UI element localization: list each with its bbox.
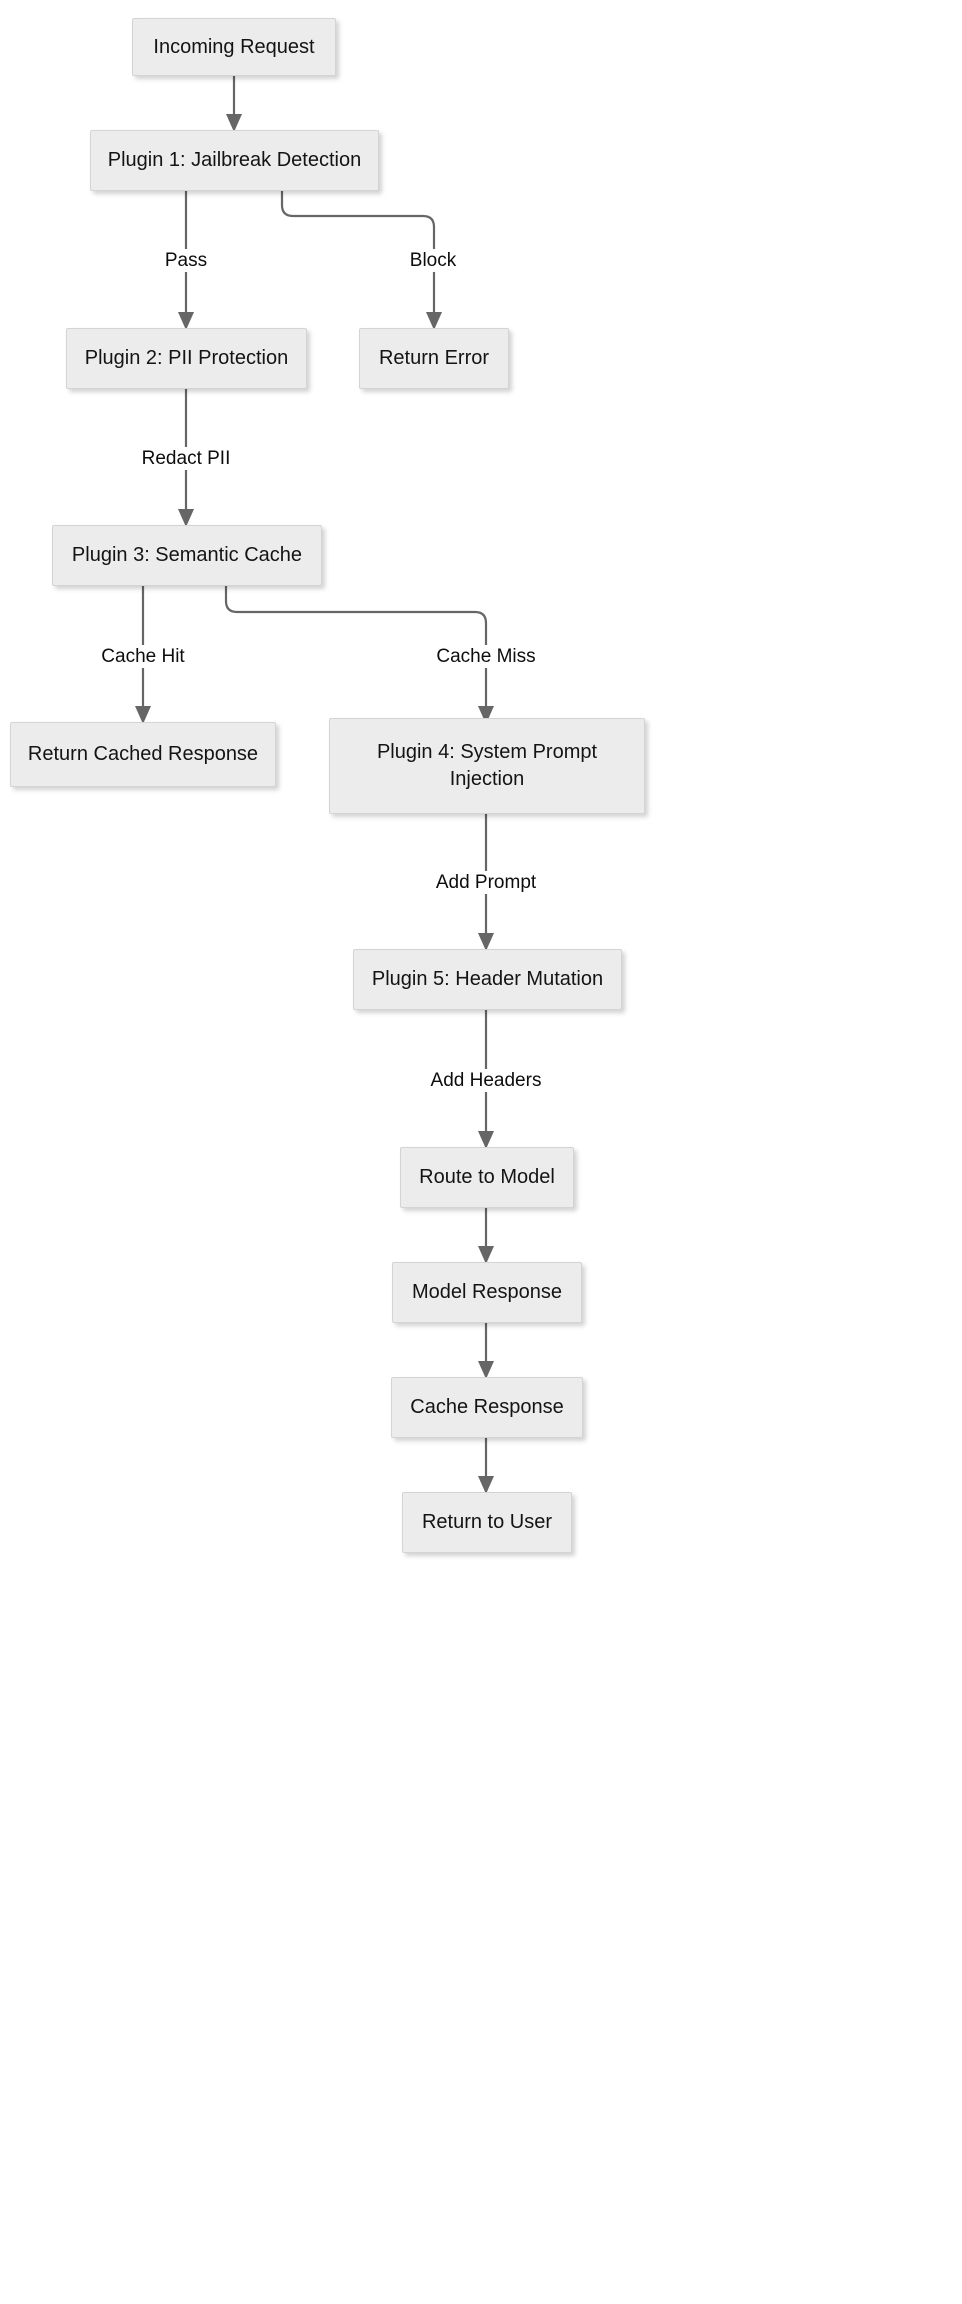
node-cache-response[interactable]: Cache Response — [391, 1377, 583, 1438]
node-incoming-request[interactable]: Incoming Request — [132, 18, 336, 76]
edge-label-add-headers: Add Headers — [425, 1069, 547, 1092]
edge-label-add-prompt: Add Prompt — [430, 871, 542, 894]
edge-label-cache-miss: Cache Miss — [431, 645, 541, 668]
node-plugin2-pii-protection[interactable]: Plugin 2: PII Protection — [66, 328, 307, 389]
edge-label-cache-hit: Cache Hit — [96, 645, 190, 668]
node-model-response[interactable]: Model Response — [392, 1262, 582, 1323]
edge-cache-response-to-return-to-user — [478, 1438, 494, 1494]
node-plugin5-header-mutation[interactable]: Plugin 5: Header Mutation — [353, 949, 622, 1010]
node-plugin4-system-prompt-injection[interactable]: Plugin 4: System Prompt Injection — [329, 718, 645, 814]
node-route-to-model[interactable]: Route to Model — [400, 1147, 574, 1208]
edge-label-block: Block — [404, 249, 462, 272]
node-return-to-user[interactable]: Return to User — [402, 1492, 572, 1553]
node-plugin3-semantic-cache[interactable]: Plugin 3: Semantic Cache — [52, 525, 322, 586]
edge-label-redact-pii: Redact PII — [136, 447, 236, 470]
edge-route-to-model-to-model-response — [478, 1208, 494, 1264]
node-plugin1-jailbreak-detection[interactable]: Plugin 1: Jailbreak Detection — [90, 130, 379, 191]
node-return-error[interactable]: Return Error — [359, 328, 509, 389]
edge-incoming-request-to-plugin1 — [226, 76, 242, 132]
edge-label-pass: Pass — [159, 249, 213, 272]
edge-model-response-to-cache-response — [478, 1323, 494, 1379]
node-return-cached-response[interactable]: Return Cached Response — [10, 722, 276, 787]
